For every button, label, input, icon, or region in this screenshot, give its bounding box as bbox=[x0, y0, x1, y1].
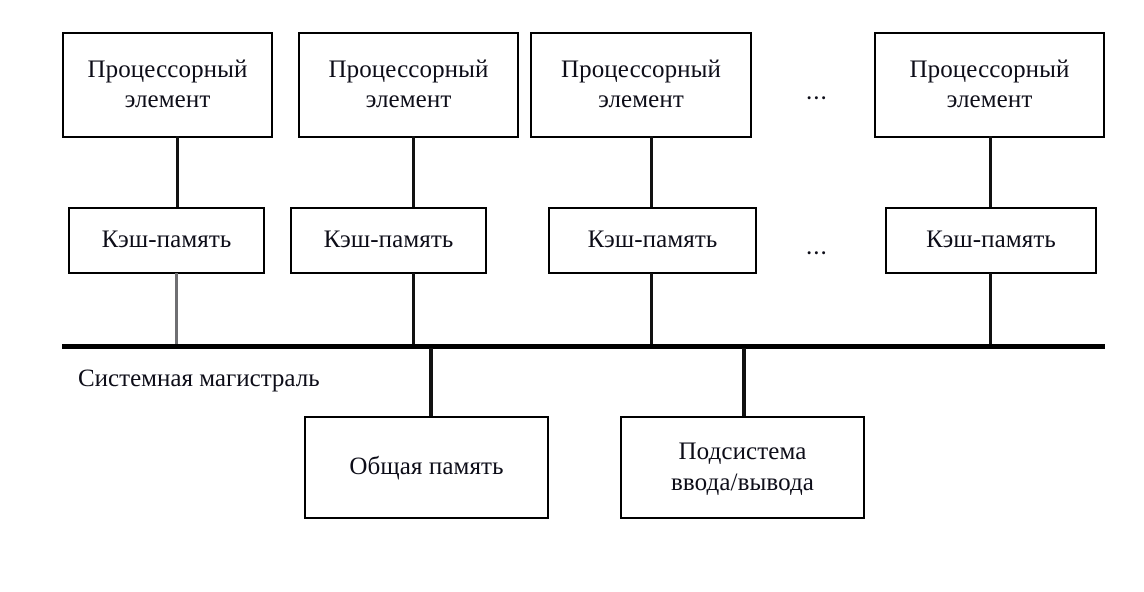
connector-pe4-to-cache4 bbox=[989, 136, 992, 209]
ellipsis-cache-row: ... bbox=[806, 233, 828, 260]
cache-label-2: Кэш-память bbox=[323, 226, 454, 254]
cache-box-3[interactable]: Кэш-память bbox=[548, 207, 757, 274]
cache-label-3: Кэш-память bbox=[587, 226, 718, 254]
connector-cache3-to-bus bbox=[650, 273, 653, 347]
cache-label-4: Кэш-память bbox=[926, 226, 1056, 254]
cache-box-1[interactable]: Кэш-память bbox=[68, 207, 265, 274]
system-bus-line bbox=[62, 344, 1105, 349]
system-bus-label: Системная магистраль bbox=[78, 365, 320, 392]
connector-pe3-to-cache3 bbox=[650, 136, 653, 209]
connector-pe1-to-cache1 bbox=[176, 136, 179, 209]
connector-bus-to-shared-memory bbox=[429, 348, 433, 417]
connector-cache1-to-bus bbox=[175, 273, 178, 347]
processor-element-box-1[interactable]: Процессорный элемент bbox=[62, 32, 273, 138]
connector-cache4-to-bus bbox=[989, 273, 992, 347]
io-subsystem-box[interactable]: Подсистема ввода/вывода bbox=[620, 416, 865, 519]
cache-box-4[interactable]: Кэш-память bbox=[885, 207, 1097, 274]
cache-box-2[interactable]: Кэш-память bbox=[290, 207, 487, 274]
connector-bus-to-io-subsystem bbox=[742, 348, 746, 417]
processor-element-box-4[interactable]: Процессорный элемент bbox=[874, 32, 1105, 138]
shared-memory-label: Общая память bbox=[349, 453, 504, 481]
connector-pe2-to-cache2 bbox=[412, 136, 415, 209]
ellipsis-processor-row: ... bbox=[806, 78, 828, 105]
processor-element-label-4: Процессорный элемент bbox=[909, 55, 1070, 114]
processor-element-box-3[interactable]: Процессорный элемент bbox=[530, 32, 752, 138]
processor-element-label-3: Процессорный элемент bbox=[560, 55, 722, 114]
cache-label-1: Кэш-память bbox=[101, 226, 232, 254]
io-subsystem-label: Подсистема ввода/вывода bbox=[670, 438, 814, 496]
shared-memory-box[interactable]: Общая память bbox=[304, 416, 549, 519]
processor-element-label-2: Процессорный элемент bbox=[328, 55, 489, 114]
processor-element-box-2[interactable]: Процессорный элемент bbox=[298, 32, 519, 138]
processor-element-label-1: Процессорный элемент bbox=[87, 55, 248, 114]
connector-cache2-to-bus bbox=[412, 273, 415, 347]
